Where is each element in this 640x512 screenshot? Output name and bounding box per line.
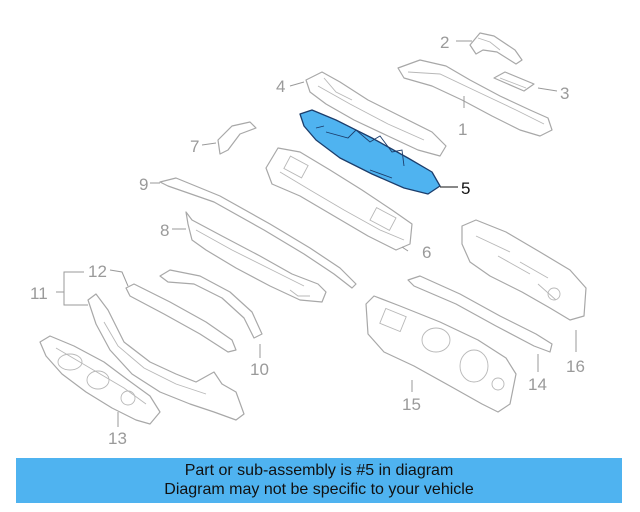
part-5-highlighted-seal	[299, 109, 441, 195]
leader-lines	[56, 40, 577, 427]
part-11-panel	[87, 293, 245, 421]
callout-14: 14	[528, 375, 547, 394]
part-4-upper-cowl	[305, 71, 447, 157]
callout-labels: 1 2 3 4 5 6 7 8 9 10 11 12 13 14 15 16	[30, 33, 585, 448]
callout-7: 7	[190, 137, 199, 156]
part-8-cowl-lower	[185, 211, 327, 303]
banner-line-2: Diagram may not be specific to your vehi…	[164, 481, 474, 498]
info-banner: Part or sub-assembly is #5 in diagram Di…	[16, 458, 622, 503]
part-2-bracket	[469, 32, 523, 65]
callout-1: 1	[458, 120, 467, 139]
banner-line-1: Part or sub-assembly is #5 in diagram	[184, 462, 454, 479]
part-1-cowl-panel	[397, 59, 553, 137]
parts-diagram: 1 2 3 4 5 6 7 8 9 10 11 12 13 14 15 16	[30, 32, 587, 448]
callout-2: 2	[440, 33, 449, 52]
callout-8: 8	[160, 221, 169, 240]
part-9-rail	[159, 177, 357, 289]
part-13-dash-panel	[39, 335, 161, 425]
callout-10: 10	[250, 360, 269, 379]
part-6-dash-upper	[265, 147, 413, 251]
callout-13: 13	[108, 429, 127, 448]
part-10-curved-rail	[159, 269, 263, 339]
callout-9: 9	[139, 175, 148, 194]
part-3-plate	[493, 71, 535, 92]
callout-3: 3	[560, 84, 569, 103]
callout-4: 4	[276, 77, 285, 96]
part-12-bar	[125, 283, 237, 353]
part-14-strip	[407, 275, 553, 353]
part-16-insulator	[461, 219, 587, 321]
callout-15: 15	[402, 395, 421, 414]
callout-6: 6	[422, 243, 431, 262]
callout-5: 5	[461, 179, 470, 198]
callout-12: 12	[88, 262, 107, 281]
callout-11: 11	[30, 284, 48, 303]
part-15-dash-assembly	[365, 295, 517, 413]
part-7-bracket	[217, 121, 257, 155]
callout-16: 16	[566, 357, 585, 376]
